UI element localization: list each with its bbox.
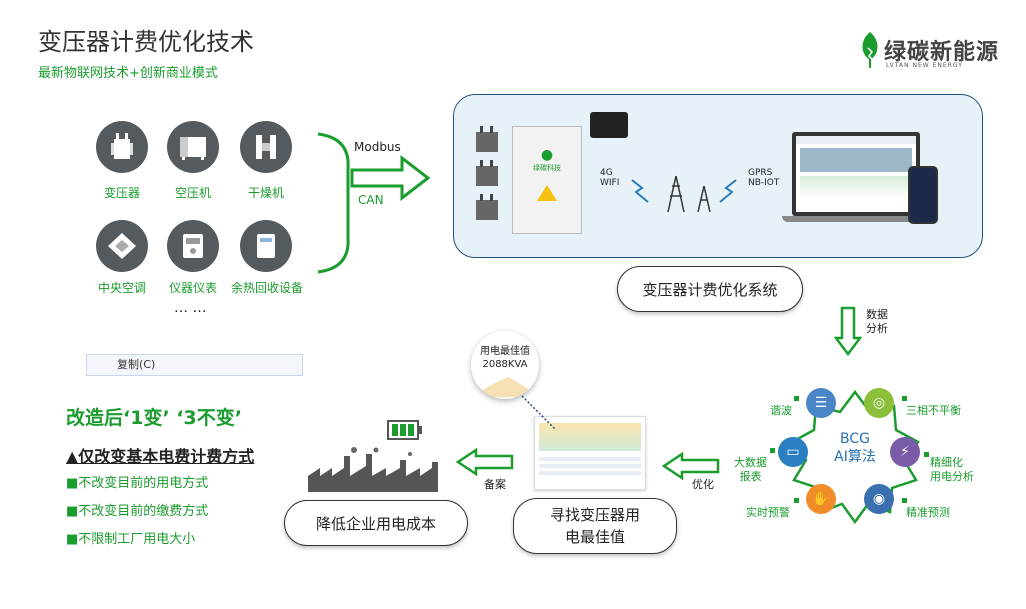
eye-icon: ◉ bbox=[864, 484, 894, 514]
monitor-icon: ▭ bbox=[778, 437, 808, 467]
page-title: 变压器计费优化技术 bbox=[38, 28, 254, 56]
transformer-stack-icon bbox=[476, 126, 498, 220]
ai-item-label: 三相不平衡 bbox=[906, 404, 961, 417]
device-label: 中央空调 bbox=[97, 281, 146, 295]
left-arrow-icon bbox=[661, 452, 720, 480]
unchanged-item: ■不改变目前的缴费方式 bbox=[66, 504, 209, 519]
ai-center-label: BCG AI算法 bbox=[824, 430, 886, 466]
battery-icon bbox=[387, 420, 422, 440]
bullet-dot bbox=[924, 452, 929, 457]
chart-screenshot bbox=[534, 416, 646, 490]
cabinet-brand: 绿碳科技 bbox=[533, 164, 561, 172]
record-label: 备案 bbox=[484, 478, 506, 491]
network-gprs-nbiot: GPRS NB-IOT bbox=[748, 168, 780, 188]
callout-pointer bbox=[521, 395, 557, 431]
meter-icon bbox=[167, 220, 219, 272]
factory-icon bbox=[308, 447, 438, 492]
copy-menu-item[interactable]: 复制(C) bbox=[86, 354, 303, 376]
left-arrow-icon bbox=[455, 448, 514, 476]
system-name: 变压器计费优化系统 bbox=[617, 266, 803, 312]
heat-recovery-icon bbox=[240, 220, 292, 272]
change-line: ▲仅改变基本电费计费方式 bbox=[66, 447, 255, 466]
unchanged-item: ■不改变目前的用电方式 bbox=[66, 476, 209, 491]
ai-item-label: 精准预测 bbox=[906, 506, 950, 519]
callout-value: 2088KVA bbox=[482, 359, 528, 370]
protocol-can: CAN bbox=[358, 193, 384, 207]
device-transformer bbox=[96, 121, 148, 173]
ai-item-label: 实时预警 bbox=[746, 506, 790, 519]
transformer-icon bbox=[96, 121, 148, 173]
after-title: 改造后‘1变’ ‘3不变’ bbox=[66, 407, 242, 429]
device-label: 仪器仪表 bbox=[168, 281, 217, 295]
optimize-label: 优化 bbox=[692, 478, 714, 491]
logo-name: 绿碳新能源 bbox=[884, 40, 1000, 65]
leaf-icon bbox=[862, 32, 878, 68]
device-label: 余热回收设备 bbox=[230, 281, 303, 295]
control-cabinet: ● 绿碳科技 bbox=[512, 126, 582, 234]
ai-item-label: 谐波 bbox=[770, 404, 792, 417]
leaf-icon: ● bbox=[540, 147, 554, 163]
device-label: 变压器 bbox=[103, 186, 140, 200]
central-ac-icon bbox=[96, 220, 148, 272]
network-4g-wifi: 4G WIFI bbox=[600, 168, 620, 188]
find-best-value: 寻找变压器用 电最佳值 bbox=[513, 498, 677, 554]
reduce-cost: 降低企业用电成本 bbox=[284, 500, 468, 546]
air-compressor-icon bbox=[167, 121, 219, 173]
device-dryer bbox=[240, 121, 292, 173]
dryer-icon bbox=[240, 121, 292, 173]
unchanged-item: ■不限制工厂用电大小 bbox=[66, 532, 196, 547]
laptop-dashboard bbox=[792, 132, 920, 216]
bullet-dot bbox=[770, 448, 775, 453]
device-central-ac bbox=[96, 220, 148, 272]
target-icon: ◎ bbox=[864, 388, 894, 418]
logo-subtext: LVTAN NEW ENERGY bbox=[886, 62, 963, 69]
ai-item-label: 大数据 报表 bbox=[734, 456, 767, 483]
hand-icon: ✋ bbox=[806, 484, 836, 514]
device-meter bbox=[167, 220, 219, 272]
laptop-base bbox=[782, 216, 930, 222]
ai-center-line2: AI算法 bbox=[834, 449, 876, 465]
ai-item-label: 精细化 用电分析 bbox=[930, 456, 974, 483]
signal-towers bbox=[631, 175, 737, 213]
bullet-dot bbox=[902, 498, 907, 503]
callout-title: 用电最佳值 bbox=[480, 346, 530, 357]
phone-app bbox=[908, 166, 938, 224]
more-devices: … … bbox=[174, 300, 207, 316]
ai-center-line1: BCG bbox=[840, 431, 870, 447]
bullet-dot bbox=[902, 396, 907, 401]
best-value-callout: 用电最佳值 2088KVA bbox=[471, 331, 539, 399]
page-subtitle: 最新物联网技术+创新商业模式 bbox=[38, 66, 218, 81]
document-icon: ☰ bbox=[806, 388, 836, 418]
protocol-modbus: Modbus bbox=[354, 140, 401, 154]
bullet-dot bbox=[794, 396, 799, 401]
device-label: 空压机 bbox=[174, 186, 211, 200]
connection-arrow bbox=[317, 132, 431, 274]
gateway-device bbox=[590, 112, 628, 138]
data-analysis-label: 数据 分析 bbox=[866, 308, 888, 335]
warning-icon bbox=[537, 185, 557, 201]
bullet-dot bbox=[794, 498, 799, 503]
down-arrow-icon bbox=[834, 306, 862, 357]
device-air-compressor bbox=[167, 121, 219, 173]
lightning-icon: ⚡ bbox=[890, 437, 920, 467]
device-heat-recovery bbox=[240, 220, 292, 272]
device-label: 干燥机 bbox=[247, 186, 284, 200]
